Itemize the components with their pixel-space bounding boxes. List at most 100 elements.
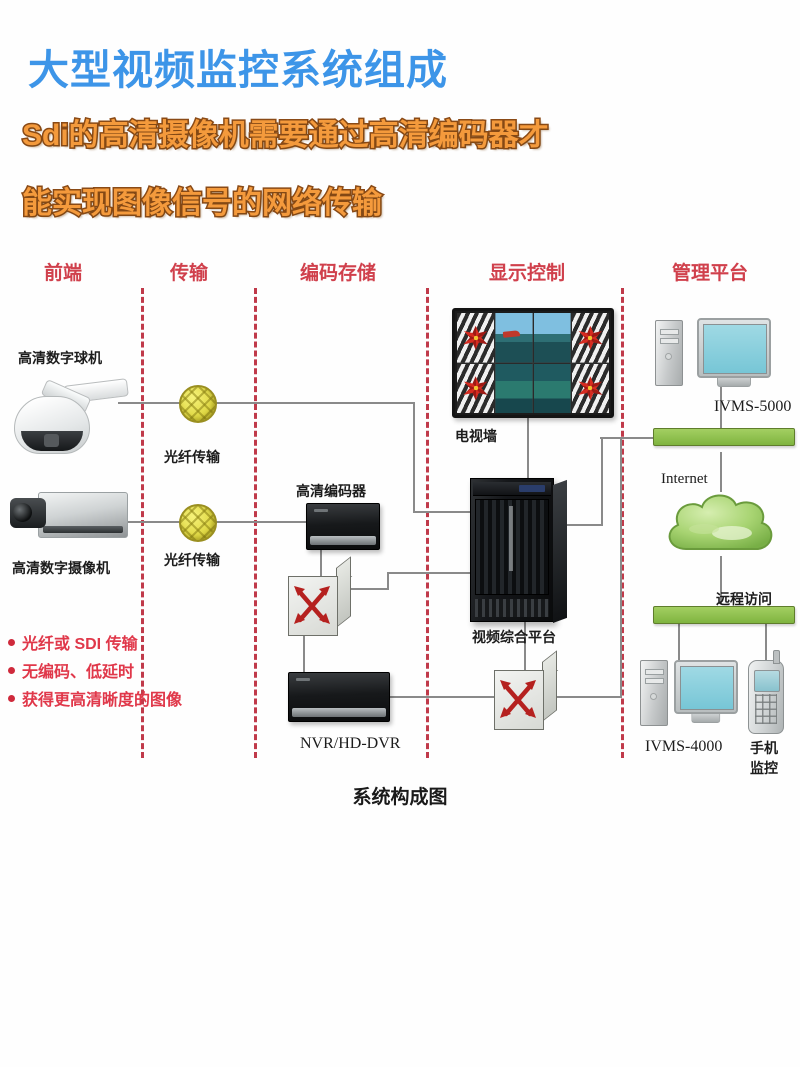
tv-wall-scene-boat bbox=[503, 329, 521, 338]
column-divider-4 bbox=[621, 288, 624, 758]
video-platform-topbar bbox=[473, 482, 551, 496]
column-divider-2 bbox=[254, 288, 257, 758]
monitor-stand bbox=[691, 714, 721, 723]
tv-wall-cell bbox=[457, 363, 495, 413]
switch-side-face-2 bbox=[542, 650, 557, 722]
link-switch-out-a bbox=[350, 588, 388, 590]
link-bar2-to-phone bbox=[765, 620, 767, 662]
link-encoder-to-switch bbox=[320, 548, 322, 576]
monitor-screen-ivms5000 bbox=[697, 318, 771, 378]
tv-wall-cell bbox=[533, 363, 571, 413]
column-divider-3 bbox=[426, 288, 429, 758]
box-camera-body bbox=[38, 492, 128, 538]
link-box-cam-to-fiber bbox=[114, 521, 188, 523]
page-title: 大型视频监控系统组成 bbox=[28, 47, 448, 93]
label-internet: Internet bbox=[661, 471, 708, 487]
list-item: 光纤或 SDI 传输 bbox=[8, 630, 240, 654]
link-platform-uplink-v bbox=[601, 437, 603, 525]
tower-drive-slot bbox=[660, 329, 679, 335]
phone-antenna bbox=[773, 650, 780, 664]
bullet-label: 无编码、低延时 bbox=[22, 664, 135, 681]
label-mobile-monitor-line2: 监控 bbox=[750, 760, 778, 776]
label-ivms-5000: IVMS-5000 bbox=[714, 398, 792, 415]
switch-side-face-1 bbox=[336, 556, 351, 628]
internet-cloud-icon bbox=[660, 487, 780, 565]
network-bar-bottom bbox=[653, 606, 795, 624]
link-feed-into-platform bbox=[413, 511, 471, 513]
column-divider-1 bbox=[141, 288, 144, 758]
video-platform-bottom-ports bbox=[475, 599, 549, 617]
link-platform-uplink-h bbox=[545, 524, 603, 526]
link-ivms5000-to-bar bbox=[720, 386, 722, 434]
tv-wall-cell bbox=[571, 363, 609, 413]
dome-camera-lens bbox=[21, 431, 83, 451]
tower-drive-slot bbox=[645, 678, 664, 684]
tower-power-button[interactable] bbox=[665, 353, 672, 360]
link-tvwall-to-platform bbox=[527, 412, 529, 480]
switch-arrows-icon-1 bbox=[294, 586, 330, 624]
monitor-display-area bbox=[680, 666, 734, 710]
video-platform-slots bbox=[475, 499, 549, 595]
bullet-dot-icon bbox=[8, 638, 15, 646]
label-fiber-transmission-top: 光纤传输 bbox=[164, 449, 220, 465]
video-platform-icon bbox=[470, 478, 567, 623]
column-header-display-control: 显示控制 bbox=[489, 263, 566, 284]
phone-keypad bbox=[755, 694, 777, 724]
label-fiber-transmission-bottom: 光纤传输 bbox=[164, 552, 220, 568]
link-switch-riser bbox=[387, 572, 389, 590]
monitor-icon-ivms4000 bbox=[674, 660, 738, 723]
link-fiber-to-platform-feed bbox=[214, 402, 414, 404]
monitor-display-area bbox=[703, 324, 767, 374]
column-header-transmission: 传输 bbox=[170, 263, 209, 284]
bullet-dot-icon bbox=[8, 694, 15, 702]
tower-drive-slot bbox=[660, 338, 679, 344]
tower-drive-slot bbox=[645, 669, 664, 675]
tv-wall-cell bbox=[571, 313, 609, 363]
label-dome-camera: 高清数字球机 bbox=[18, 350, 102, 366]
pc-tower-icon-ivms4000 bbox=[640, 660, 668, 726]
label-nvr-hddvr: NVR/HD-DVR bbox=[300, 735, 401, 752]
link-mgmt-riser bbox=[620, 438, 622, 698]
box-camera-icon bbox=[10, 490, 130, 550]
link-bar-to-cloud bbox=[720, 452, 722, 492]
subtitle-line-1: Sdi的高清摄像机需要通过高清编码器才 bbox=[21, 118, 551, 154]
monitor-icon-ivms5000 bbox=[697, 318, 771, 387]
label-video-platform: 视频综合平台 bbox=[472, 629, 556, 645]
link-bar2-to-ivms4000 bbox=[678, 620, 680, 664]
tv-wall-cell bbox=[533, 313, 571, 363]
network-switch-icon-2 bbox=[494, 650, 559, 730]
column-header-frontend: 前端 bbox=[44, 263, 83, 284]
label-tv-wall: 电视墙 bbox=[455, 428, 497, 444]
video-platform-side bbox=[553, 479, 567, 623]
dome-camera-icon bbox=[12, 372, 132, 456]
column-header-management-platform: 管理平台 bbox=[672, 263, 749, 284]
monitor-stand bbox=[716, 378, 752, 387]
fiber-node-icon-top bbox=[179, 385, 217, 423]
link-dome-to-fiber bbox=[118, 402, 188, 404]
feature-bullet-list: 光纤或 SDI 传输 无编码、低延时 获得更高清晰度的图像 bbox=[8, 630, 240, 714]
link-nvr-to-switch2 bbox=[388, 696, 498, 698]
dome-camera-body bbox=[14, 396, 90, 454]
link-feed-drop bbox=[413, 402, 415, 512]
diagram-caption: 系统构成图 bbox=[352, 787, 448, 808]
bullet-label: 获得更高清晰度的图像 bbox=[22, 692, 183, 709]
network-bar-top bbox=[653, 428, 795, 446]
bullet-label: 光纤或 SDI 传输 bbox=[22, 636, 138, 653]
tv-wall-cell bbox=[495, 363, 533, 413]
link-switch-to-platform bbox=[387, 572, 471, 574]
list-item: 获得更高清晰度的图像 bbox=[8, 686, 240, 710]
list-item: 无编码、低延时 bbox=[8, 658, 240, 682]
link-switch2-right bbox=[552, 696, 622, 698]
tower-power-button[interactable] bbox=[650, 693, 657, 700]
column-header-encoding-storage: 编码存储 bbox=[300, 263, 377, 284]
link-switch-to-nvr bbox=[303, 628, 305, 680]
nvr-hddvr-icon bbox=[288, 672, 390, 722]
tv-wall-icon bbox=[452, 308, 614, 418]
switch-arrows-icon-2 bbox=[500, 680, 536, 718]
pc-tower-icon-ivms5000 bbox=[655, 320, 683, 386]
hd-encoder-icon bbox=[306, 503, 380, 550]
label-hd-encoder: 高清编码器 bbox=[296, 483, 366, 499]
phone-screen bbox=[754, 670, 780, 692]
fiber-node-icon-bottom bbox=[179, 504, 217, 542]
